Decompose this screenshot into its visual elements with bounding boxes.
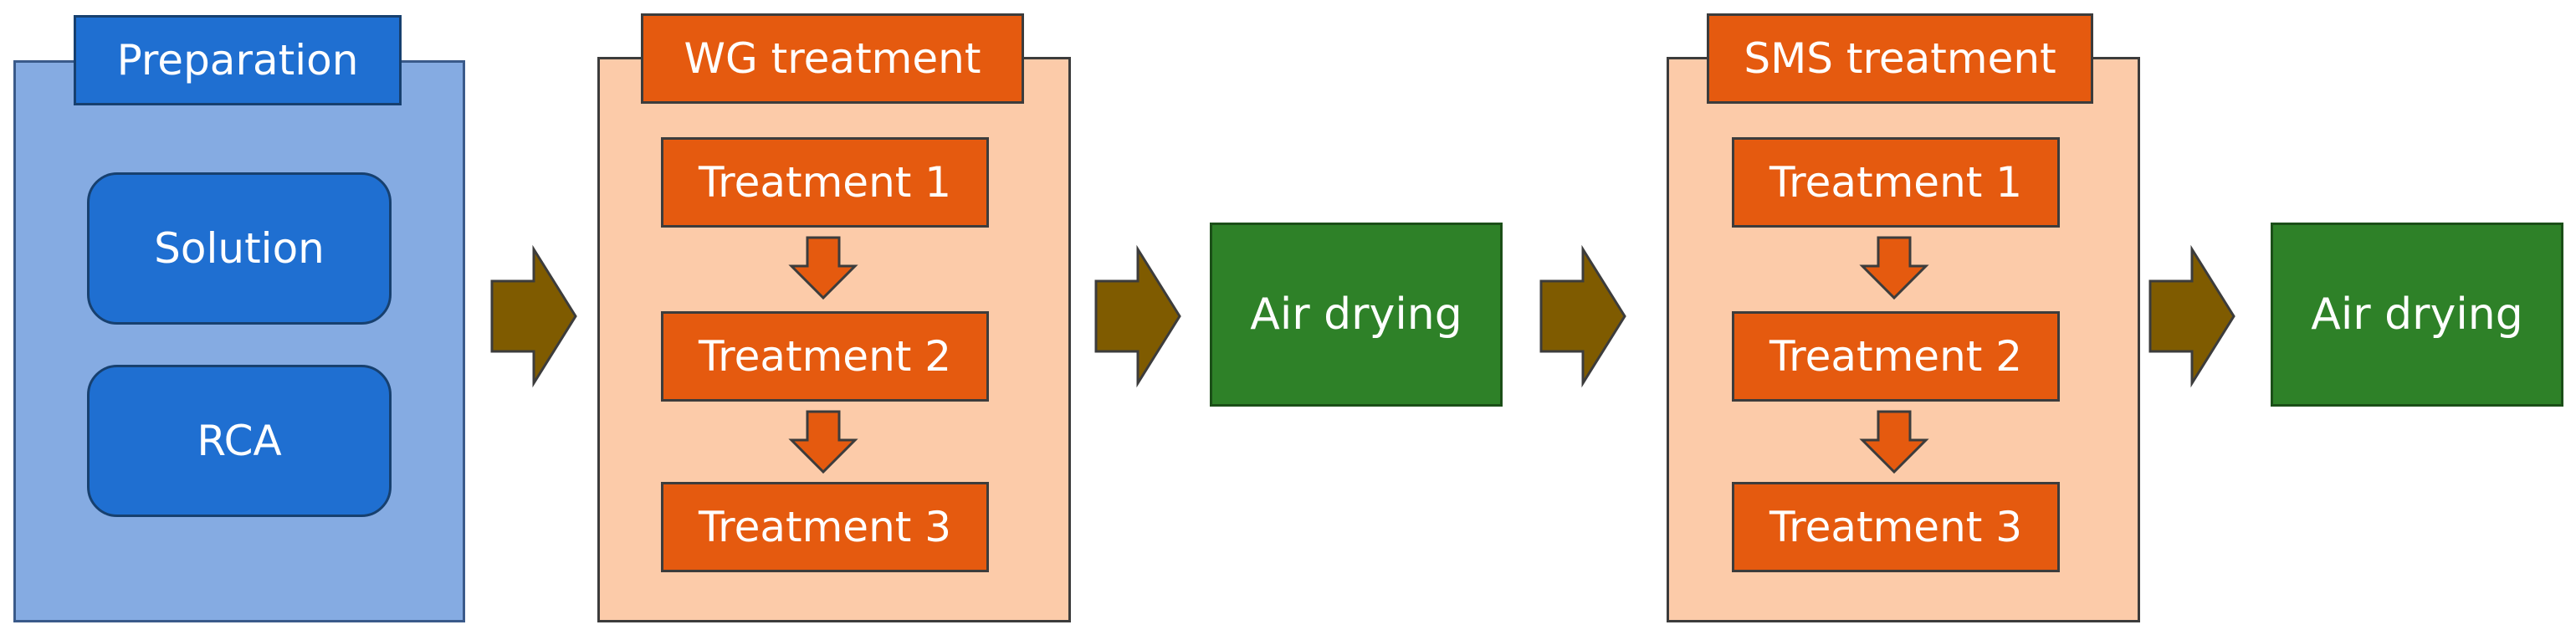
flow-arrow-3 xyxy=(1539,244,1626,388)
preparation-panel xyxy=(13,60,465,622)
preparation-title: Preparation xyxy=(74,15,402,105)
sms-treatment-step-3: Treatment 3 xyxy=(1732,482,2060,572)
sms-treatment-step-1: Treatment 1 xyxy=(1732,137,2060,228)
wg-treatment-title: WG treatment xyxy=(641,13,1024,104)
air-drying-box-1: Air drying xyxy=(1210,223,1503,407)
sms-treatment-title: SMS treatment xyxy=(1707,13,2093,104)
wg-treatment-step-2: Treatment 2 xyxy=(661,311,989,402)
flow-arrow-1 xyxy=(490,244,577,388)
sms-treatment-step-2: Treatment 2 xyxy=(1732,311,2060,402)
sms-step-arrow-1 xyxy=(1859,236,1929,300)
flow-arrow-4 xyxy=(2148,244,2235,388)
wg-step-arrow-1 xyxy=(788,236,858,300)
wg-treatment-step-1: Treatment 1 xyxy=(661,137,989,228)
air-drying-box-2: Air drying xyxy=(2271,223,2563,407)
wg-treatment-step-3: Treatment 3 xyxy=(661,482,989,572)
solution-box: Solution xyxy=(87,172,392,325)
sms-step-arrow-2 xyxy=(1859,410,1929,474)
wg-step-arrow-2 xyxy=(788,410,858,474)
flow-arrow-2 xyxy=(1094,244,1181,388)
rca-box: RCA xyxy=(87,365,392,517)
